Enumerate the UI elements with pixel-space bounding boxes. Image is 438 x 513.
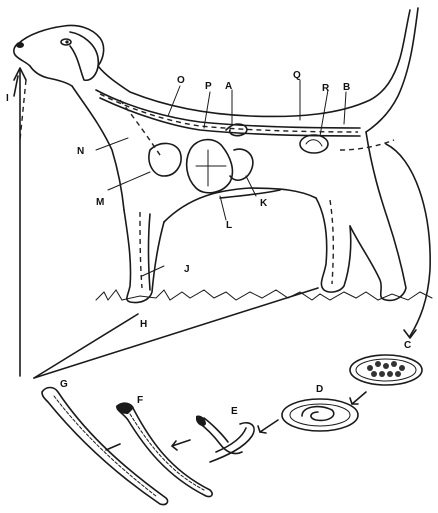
hind-leg-path	[330, 200, 333, 284]
label-c: C	[404, 340, 411, 351]
migration-paths	[14, 76, 394, 288]
label-a: A	[225, 81, 232, 92]
label-b: B	[343, 82, 350, 93]
label-r: R	[322, 83, 330, 94]
stage-g-larva	[42, 388, 168, 505]
label-g: G	[60, 379, 68, 390]
label-e: E	[231, 406, 238, 417]
label-d: D	[316, 384, 323, 395]
stage-c-egg	[350, 355, 422, 385]
label-i: I	[6, 93, 9, 104]
label-l: L	[226, 220, 232, 231]
stage-d-larvated-egg	[282, 399, 358, 431]
life-cycle-stages	[42, 355, 422, 505]
label-m: M	[96, 197, 104, 208]
internal-organs	[96, 90, 360, 198]
label-q: Q	[293, 70, 301, 81]
label-h: H	[140, 319, 147, 330]
label-n: N	[77, 146, 84, 157]
front-leg-path	[140, 212, 142, 288]
label-j: J	[184, 264, 190, 275]
label-p: P	[205, 81, 212, 92]
label-o: O	[177, 75, 185, 86]
stage-e-hatching-larva	[196, 415, 254, 462]
label-f: F	[137, 395, 143, 406]
cycle-arrows	[14, 68, 430, 450]
label-k: K	[260, 198, 268, 209]
